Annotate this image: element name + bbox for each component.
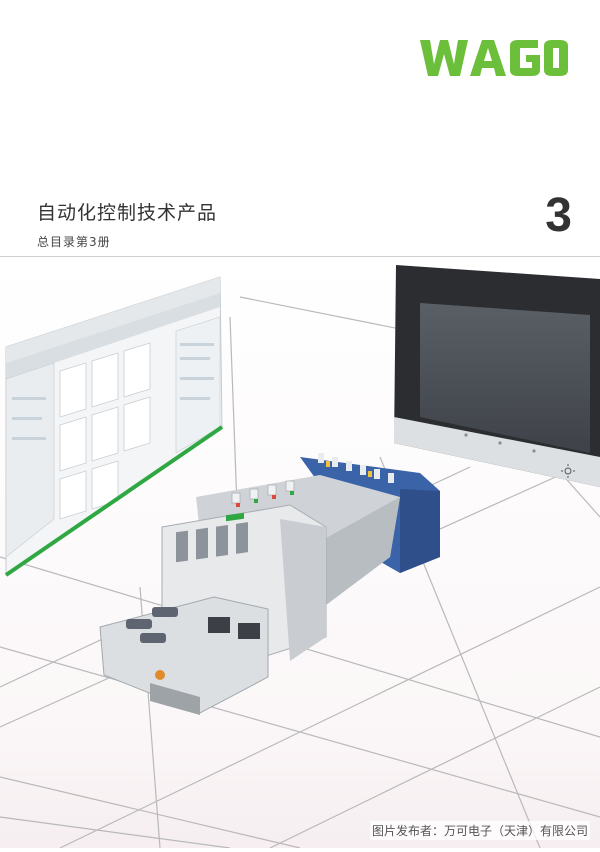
controller-assembly	[99, 453, 440, 715]
cover-title-block: 自动化控制技术产品 总目录第3册	[37, 198, 217, 250]
cover-title: 自动化控制技术产品	[37, 202, 218, 224]
image-credit: 图片发布者：万可电子（天津）有限公司	[369, 821, 590, 840]
header-divider	[0, 256, 600, 257]
cover-subtitle: 总目录第3册	[37, 235, 111, 249]
brightness-icon	[561, 464, 575, 478]
product-illustration	[0, 257, 600, 849]
software-window	[4, 276, 224, 577]
touch-panel	[394, 265, 600, 487]
wago-logo	[420, 36, 568, 80]
volume-number: 3	[545, 189, 572, 242]
